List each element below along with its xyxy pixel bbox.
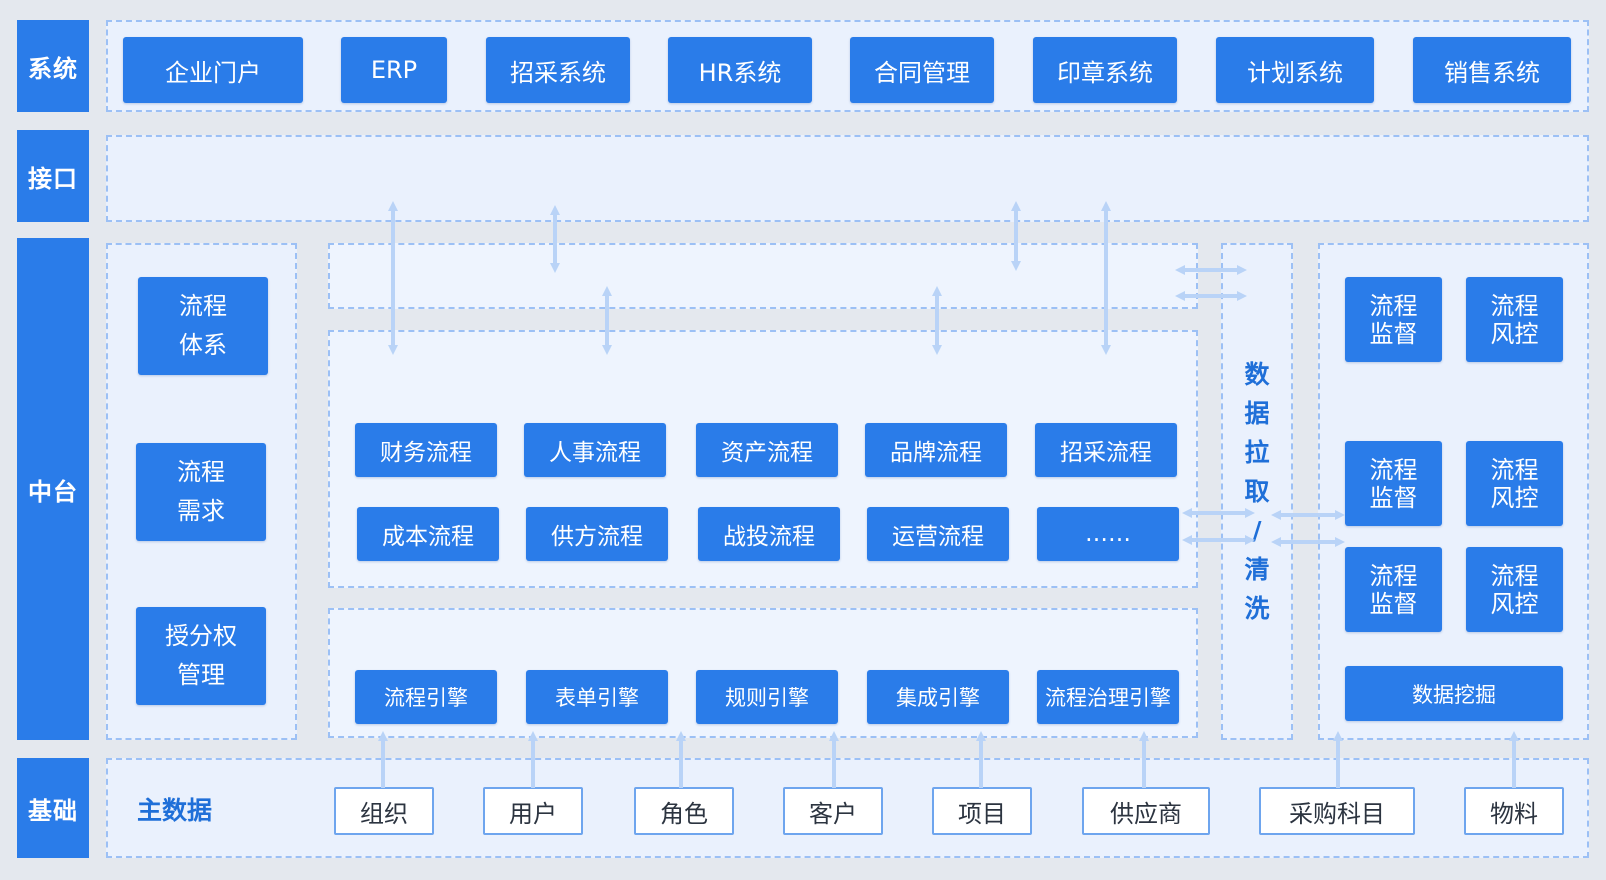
- monitor-3-line2: 监督: [1369, 589, 1418, 618]
- top-connector-panel: [328, 243, 1198, 309]
- risk-2-line1: 流程: [1490, 455, 1539, 484]
- process-supplier: 供方流程: [526, 507, 668, 561]
- risk-3-line1: 流程: [1490, 561, 1539, 590]
- monitor-2-line2: 监督: [1369, 483, 1418, 512]
- interface-layer-panel: [106, 135, 1589, 222]
- system-erp: ERP: [341, 37, 447, 103]
- process-demand-line2: 需求: [177, 497, 225, 525]
- engine-form: 表单引擎: [526, 670, 668, 724]
- md-customer: 客户: [783, 787, 883, 835]
- layer-label-system: 系统: [17, 20, 89, 112]
- process-cost: 成本流程: [357, 507, 499, 561]
- data-char-3: 拉: [1244, 438, 1270, 467]
- process-system-line1: 流程: [179, 292, 227, 320]
- master-data-title: 主数据: [137, 796, 213, 825]
- monitor-box-3: 流程监督: [1345, 547, 1442, 632]
- data-column-panel: [1221, 243, 1293, 740]
- risk-3-line2: 风控: [1490, 589, 1539, 618]
- data-char-2: 据: [1244, 399, 1270, 428]
- authorization-line1: 授分权: [165, 622, 237, 650]
- process-system-box: 流程体系: [138, 277, 268, 375]
- process-brand: 品牌流程: [865, 423, 1007, 477]
- md-user: 用户: [483, 787, 583, 835]
- data-mining-box: 数据挖掘: [1345, 666, 1563, 721]
- layer-label-middle: 中台: [17, 238, 89, 740]
- process-system-line2: 体系: [179, 331, 227, 359]
- engine-rule: 规则引擎: [696, 670, 838, 724]
- process-demand-line1: 流程: [177, 458, 225, 486]
- process-personnel: 人事流程: [524, 423, 666, 477]
- system-seal: 印章系统: [1033, 37, 1177, 103]
- md-purchase-account: 采购科目: [1259, 787, 1415, 835]
- risk-box-1: 流程风控: [1466, 277, 1563, 362]
- monitor-1-line1: 流程: [1369, 291, 1418, 320]
- risk-box-3: 流程风控: [1466, 547, 1563, 632]
- data-char-5: /: [1252, 516, 1262, 545]
- monitor-box-1: 流程监督: [1345, 277, 1442, 362]
- layer-label-foundation: 基础: [17, 758, 89, 858]
- risk-2-line2: 风控: [1490, 483, 1539, 512]
- md-role: 角色: [634, 787, 734, 835]
- monitor-2-line1: 流程: [1369, 455, 1418, 484]
- engine-integration: 集成引擎: [867, 670, 1009, 724]
- process-asset: 资产流程: [696, 423, 838, 477]
- system-hr: HR系统: [668, 37, 812, 103]
- system-sales: 销售系统: [1413, 37, 1571, 103]
- system-portal: 企业门户: [123, 37, 303, 103]
- engine-governance: 流程治理引擎: [1037, 670, 1179, 724]
- engine-process: 流程引擎: [355, 670, 497, 724]
- system-procurement: 招采系统: [486, 37, 630, 103]
- process-investment: 战投流程: [698, 507, 840, 561]
- data-char-1: 数: [1244, 360, 1270, 389]
- authorization-box: 授分权管理: [136, 607, 266, 705]
- data-char-6: 清: [1244, 555, 1270, 584]
- data-pull-clean-label: 数 据 拉 取 / 清 洗: [1221, 355, 1293, 628]
- md-material: 物料: [1464, 787, 1564, 835]
- process-demand-box: 流程需求: [136, 443, 266, 541]
- process-operation: 运营流程: [867, 507, 1009, 561]
- monitor-3-line1: 流程: [1369, 561, 1418, 590]
- process-finance: 财务流程: [355, 423, 497, 477]
- system-contract: 合同管理: [850, 37, 994, 103]
- md-supplier: 供应商: [1082, 787, 1210, 835]
- md-organization: 组织: [334, 787, 434, 835]
- md-project: 项目: [932, 787, 1032, 835]
- data-char-7: 洗: [1244, 594, 1270, 623]
- layer-label-interface: 接口: [17, 130, 89, 222]
- risk-box-2: 流程风控: [1466, 441, 1563, 526]
- process-more: ……: [1037, 507, 1179, 561]
- process-procurement: 招采流程: [1035, 423, 1177, 477]
- data-char-4: 取: [1244, 477, 1270, 506]
- system-plan: 计划系统: [1216, 37, 1374, 103]
- authorization-line2: 管理: [177, 661, 225, 689]
- risk-1-line1: 流程: [1490, 291, 1539, 320]
- risk-1-line2: 风控: [1490, 319, 1539, 348]
- monitor-box-2: 流程监督: [1345, 441, 1442, 526]
- monitor-1-line2: 监督: [1369, 319, 1418, 348]
